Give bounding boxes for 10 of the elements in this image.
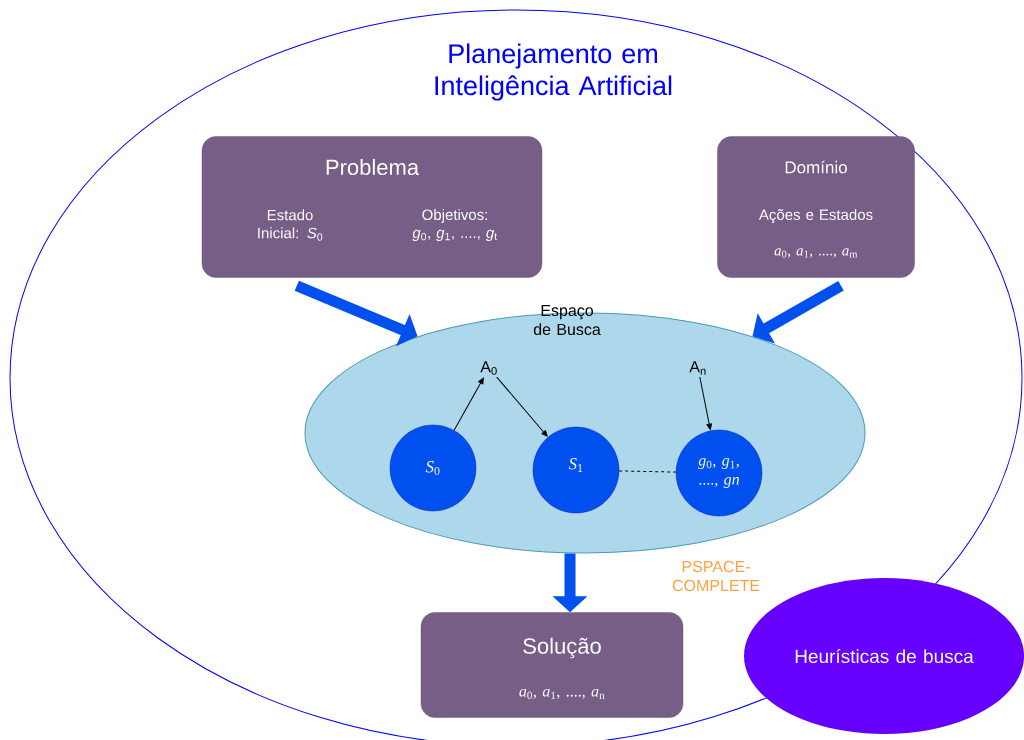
rounded-box: Problema Estado Inicial: S$_{0}$ Objetivos: g$_{0}$, g$_{1}$, ...., g$_{t}$ bbox=[201, 136, 543, 278]
rounded-box: Solução a$_{0}$, a$_{1}$, ...., a$_{n}$ bbox=[420, 612, 684, 718]
block-arrow bbox=[752, 280, 844, 344]
arrow bbox=[699, 376, 713, 430]
connector-line bbox=[618, 470, 677, 473]
arrow bbox=[453, 377, 484, 431]
action-label: A$_{0}$ bbox=[480, 361, 497, 375]
arrow bbox=[496, 376, 548, 437]
rounded-box: Domínio Ações e Estados a$_{0}$, a$_{1}$, ...., a$_{m}$ bbox=[717, 136, 915, 278]
action-label: A$_{n}$ bbox=[689, 361, 706, 375]
